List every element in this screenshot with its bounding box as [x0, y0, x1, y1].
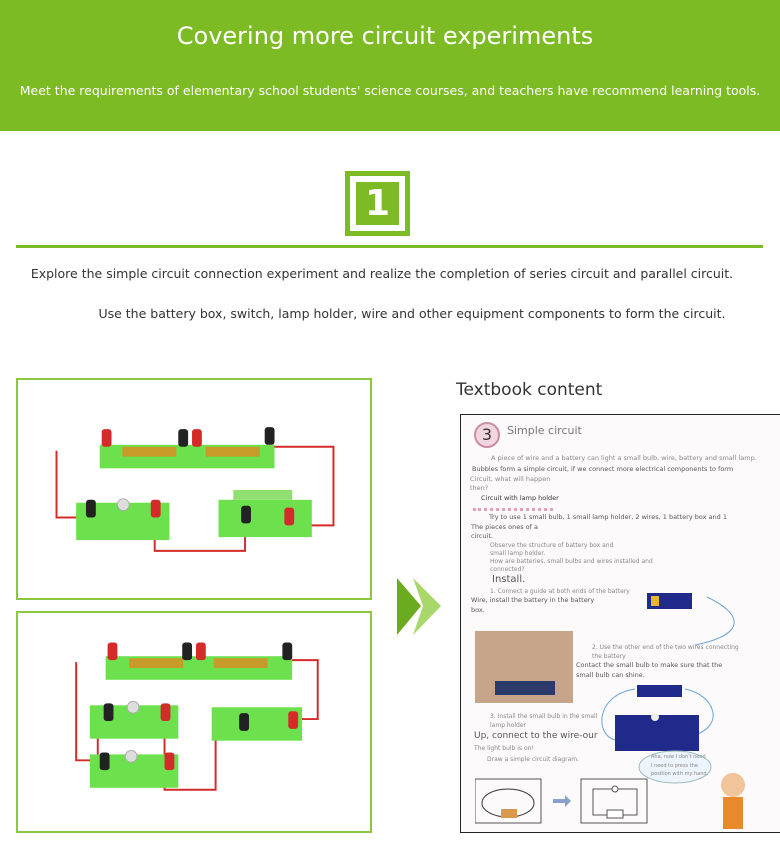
subheading: Up, connect to the wire-our: [474, 731, 598, 741]
chapter-number: 3: [474, 422, 500, 448]
subheading: Circuit with lamp holder: [481, 494, 559, 502]
speech-bubble-text: position with my hand.: [651, 771, 709, 777]
text: Draw a simple circuit diagram.: [487, 756, 580, 763]
text: Try to use 1 small bulb, 1 small lamp ho…: [489, 513, 727, 521]
textbook-illustrations: [475, 593, 745, 829]
section-number: 1: [356, 182, 399, 225]
speech-bubble-text: I need to press the: [651, 763, 698, 769]
series-circuit-photo: [16, 378, 372, 600]
chevron-right-icon: [397, 578, 441, 635]
text: the battery: [592, 653, 626, 660]
divider: [16, 245, 763, 248]
textbook-page: 3 Simple circuit A piece of wire and a b…: [460, 414, 780, 833]
text: Contact the small bulb to make sure that…: [576, 661, 723, 669]
header-banner: [0, 0, 780, 131]
description-line-2: Use the battery box, switch, lamp holder…: [98, 306, 726, 321]
text: box.: [471, 606, 485, 614]
text: 3. Install the small bulb in the small: [490, 713, 598, 720]
banner-title: Covering more circuit experiments: [176, 22, 594, 50]
text: Wire, install the battery in the battery: [471, 596, 595, 604]
text: 2. Use the other end of the two wires co…: [592, 644, 739, 651]
text: Circuit, what will happen: [470, 475, 551, 483]
textbook-label: Textbook content: [456, 380, 603, 400]
text: The light bulb is on!: [474, 745, 534, 752]
section-number-badge: 1: [345, 171, 410, 236]
text: then?: [470, 484, 489, 492]
banner-subtitle: Meet the requirements of elementary scho…: [19, 83, 761, 98]
parallel-circuit-photo: [16, 611, 372, 833]
speech-bubble-text: Aha, now I don't need: [651, 754, 706, 760]
text: circuit.: [471, 532, 494, 540]
subheading: Install.: [492, 574, 526, 585]
description-line-1: Explore the simple circuit connection ex…: [30, 266, 734, 281]
text: How are batteries, small bulbs and wires…: [490, 558, 653, 565]
chapter-title: Simple circuit: [507, 424, 582, 437]
text: 1. Connect a guide at both ends of the b…: [490, 588, 630, 595]
text: small bulb can shine.: [576, 671, 645, 679]
text: lamp holder: [490, 722, 527, 729]
text: connected?: [490, 566, 525, 573]
text: Observe the structure of battery box and: [490, 542, 614, 549]
text: The pieces ones of a: [471, 523, 538, 531]
text: A piece of wire and a battery can light …: [491, 454, 757, 462]
decorative-dots: [473, 508, 553, 511]
text: small lamp holder.: [490, 550, 546, 557]
text: Bubbles form a simple circuit, if we con…: [472, 465, 734, 473]
